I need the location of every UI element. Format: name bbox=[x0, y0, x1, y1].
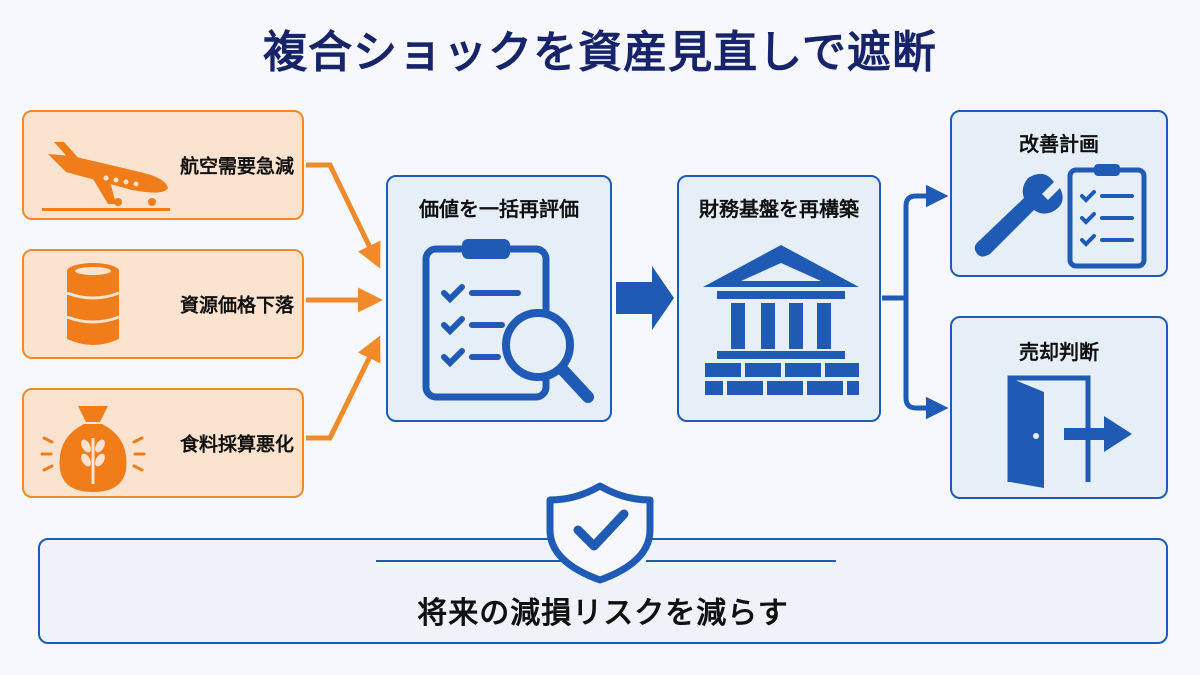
shock-label: 食料採算悪化 bbox=[179, 433, 294, 456]
divider-left bbox=[376, 560, 564, 562]
shock-box-resources: 資源価格下落 bbox=[22, 249, 304, 359]
arrow-aviation-to-revalue bbox=[306, 162, 381, 269]
revalue-card: 価値を一括再評価 bbox=[386, 175, 612, 422]
oil-barrel-icon bbox=[58, 259, 128, 357]
shock-label: 資源価格下落 bbox=[179, 294, 294, 317]
result-banner: 将来の減損リスクを減らす bbox=[38, 538, 1168, 644]
divider-right bbox=[646, 560, 836, 562]
arrow-to-sale-decision bbox=[903, 298, 949, 420]
rebuild-label: 財務基盤を再構築 bbox=[699, 197, 859, 221]
bank-building-icon bbox=[693, 241, 869, 401]
result-label: 将来の減損リスクを減らす bbox=[417, 596, 789, 631]
rebuild-card: 財務基盤を再構築 bbox=[677, 175, 881, 422]
arrow-food-to-revalue bbox=[306, 335, 381, 441]
clipboard-magnifier-icon bbox=[418, 235, 598, 409]
arrow-to-improvement-plan bbox=[903, 184, 949, 298]
revalue-label: 価値を一括再評価 bbox=[419, 197, 579, 221]
airplane-landing-icon bbox=[36, 120, 176, 218]
arrow-revalue-to-rebuild bbox=[616, 266, 674, 330]
page-title: 複合ショックを資産見直しで遮断 bbox=[263, 27, 937, 78]
wrench-checklist-icon bbox=[968, 160, 1154, 274]
sale-decision-card: 売却判断 bbox=[950, 316, 1168, 499]
improvement-plan-card: 改善計画 bbox=[950, 110, 1168, 277]
improvement-plan-label: 改善計画 bbox=[1019, 132, 1099, 156]
exit-door-icon bbox=[992, 372, 1142, 496]
shock-box-aviation: 航空需要急減 bbox=[22, 110, 304, 220]
shock-label: 航空需要急減 bbox=[179, 155, 294, 178]
shock-box-food: 食料採算悪化 bbox=[22, 388, 304, 498]
grain-sack-icon bbox=[38, 398, 148, 498]
sale-decision-label: 売却判断 bbox=[1019, 340, 1099, 364]
